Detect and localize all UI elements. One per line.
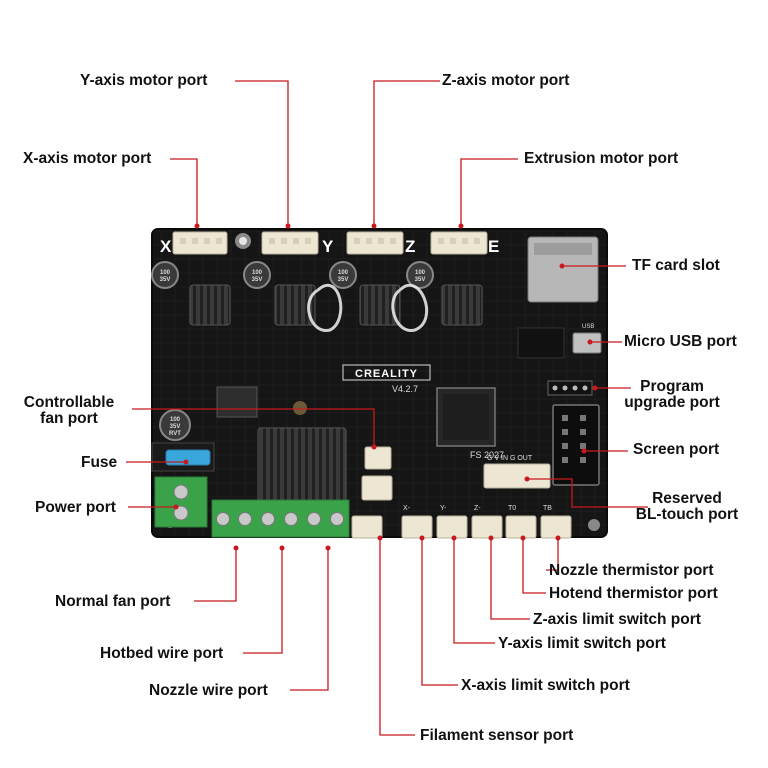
label-y-axis-motor-port: Y-axis motor port — [80, 72, 208, 89]
label-hotbed-wire-port: Hotbed wire port — [100, 645, 224, 662]
label-z-axis-limit-switch-port: Z-axis limit switch port — [533, 611, 701, 628]
screen-port-graphic — [552, 404, 600, 486]
svg-text:100: 100 — [415, 270, 426, 276]
version-text: V4.2.7 — [392, 384, 418, 394]
axis-letter-y: Y — [322, 237, 334, 256]
motor-connectors — [172, 231, 488, 255]
bltouch-connector — [483, 463, 551, 489]
svg-text:100: 100 — [170, 417, 181, 423]
mosfet-heatsink — [257, 427, 347, 502]
brand-text: CREALITY — [355, 368, 418, 380]
label-nozzle-thermistor-port: Nozzle thermistor port — [549, 562, 714, 579]
fuse-graphic — [151, 442, 215, 472]
leader-markers — [173, 223, 598, 551]
label-controllable-fan-port: Controllable fan port — [15, 395, 123, 427]
svg-text:35V: 35V — [338, 277, 349, 283]
creality-logo-box — [342, 364, 431, 381]
svg-text:RVT: RVT — [169, 431, 181, 437]
leader-lines — [126, 80, 648, 736]
svg-text:USB: USB — [582, 324, 594, 330]
label-reserved-bltouch-port-line1: Reserved — [652, 490, 722, 507]
label-y-axis-limit-switch-port: Y-axis limit switch port — [498, 635, 666, 652]
label-tf-card-slot: TF card slot — [632, 257, 720, 274]
svg-text:T0: T0 — [508, 505, 516, 512]
axis-letter-x: X — [160, 237, 172, 256]
label-reserved-bltouch-port-line2: BL-touch port — [635, 506, 739, 523]
label-normal-fan-port: Normal fan port — [55, 593, 171, 610]
label-power-port: Power port — [35, 499, 116, 516]
svg-text:35V: 35V — [415, 277, 426, 283]
label-fuse: Fuse — [81, 454, 118, 471]
label-program-upgrade-port-line1: Program — [640, 378, 704, 395]
label-filament-sensor-port: Filament sensor port — [420, 727, 574, 744]
driver-heatsinks — [189, 284, 483, 326]
e-motor-connector — [430, 231, 488, 255]
program-upgrade-header — [547, 380, 593, 396]
label-x-axis-motor-port: X-axis motor port — [23, 150, 152, 167]
svg-text:35V: 35V — [170, 424, 181, 430]
bottom-connectors — [351, 515, 572, 539]
svg-text:35V: 35V — [252, 277, 263, 283]
svg-text:Z-: Z- — [474, 505, 481, 512]
label-program-upgrade-port: Program upgrade port — [620, 379, 724, 411]
y-motor-connector — [261, 231, 319, 255]
svg-text:Y-: Y- — [440, 505, 447, 512]
axis-letter-e: E — [488, 237, 499, 256]
mcu-chip — [436, 387, 496, 447]
micro-usb-graphic — [572, 332, 602, 354]
label-z-axis-motor-port: Z-axis motor port — [442, 72, 570, 89]
label-nozzle-wire-port: Nozzle wire port — [149, 682, 268, 699]
capacitors — [151, 261, 434, 441]
label-x-axis-limit-switch-port: X-axis limit switch port — [461, 677, 630, 694]
x-motor-connector — [172, 231, 228, 255]
svg-text:100: 100 — [160, 270, 171, 276]
chip-label: FS 2027 — [470, 450, 504, 460]
label-hotend-thermistor-port: Hotend thermistor port — [549, 585, 718, 602]
svg-text:X-: X- — [403, 505, 411, 512]
label-screen-port: Screen port — [633, 441, 720, 458]
axis-letter-z: Z — [405, 237, 415, 256]
label-controllable-fan-port-line2: fan port — [40, 410, 98, 427]
svg-text:100: 100 — [338, 270, 349, 276]
label-controllable-fan-port-line1: Controllable — [23, 394, 115, 411]
label-micro-usb-port: Micro USB port — [624, 333, 737, 350]
output-terminal-block — [211, 499, 350, 538]
label-program-upgrade-port-line2: upgrade port — [624, 394, 720, 411]
power-terminal-graphic — [154, 476, 208, 528]
svg-text:100: 100 — [252, 270, 263, 276]
controllable-fan-connector — [364, 446, 392, 470]
svg-text:TB: TB — [543, 505, 552, 512]
z-motor-connector — [346, 231, 404, 255]
label-reserved-bltouch-port: Reserved BL-touch port — [626, 491, 748, 523]
svg-text:35V: 35V — [160, 277, 171, 283]
svg-text:G V IN G OUT: G V IN G OUT — [487, 455, 533, 462]
label-extrusion-motor-port: Extrusion motor port — [524, 150, 679, 167]
